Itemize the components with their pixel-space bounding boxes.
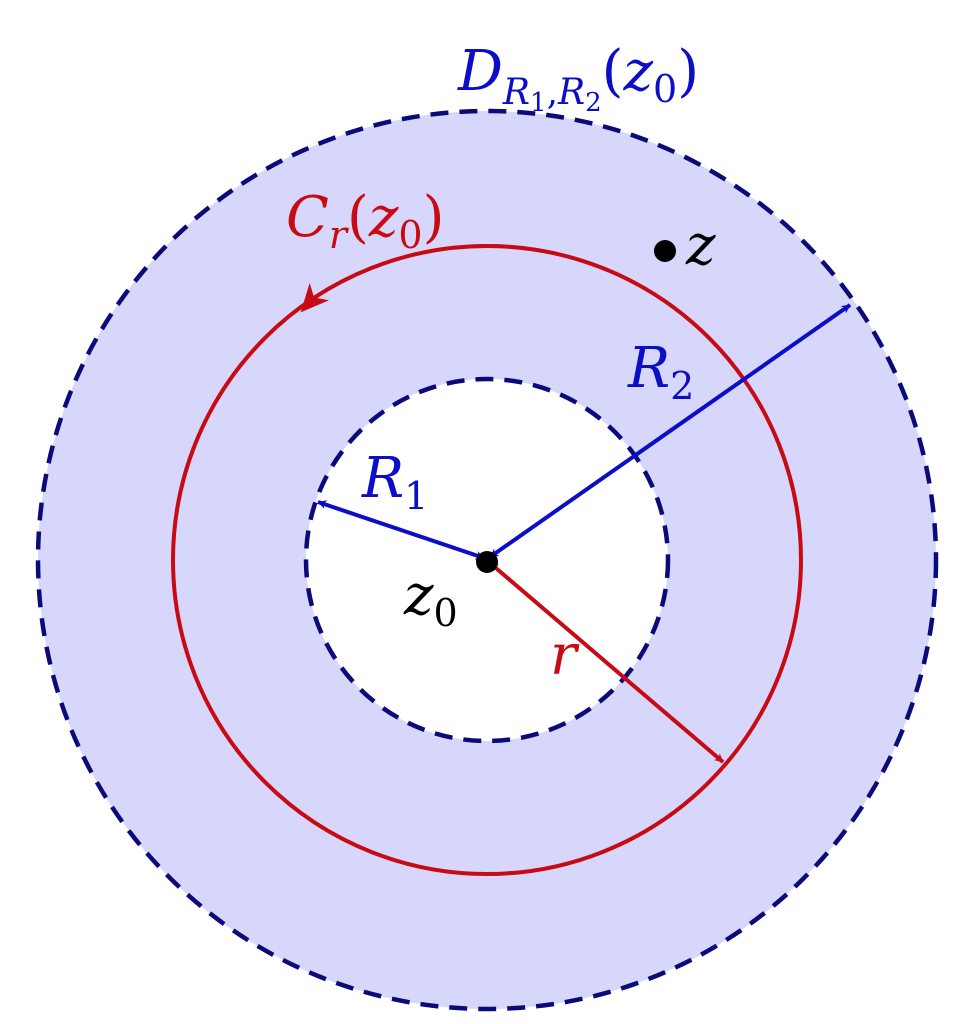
contour-label: Cr(z0): [286, 185, 444, 257]
point-z-dot-icon: [654, 240, 676, 262]
contour-circle: [171, 244, 803, 876]
contour-radius-label: r: [550, 623, 580, 688]
center-label: z0: [403, 563, 458, 635]
inner-radius-label: R1: [361, 446, 428, 518]
inner-radius-arrow: [317, 500, 485, 560]
outer-radius-label: R2: [627, 336, 694, 408]
domain-label: DR1,R2(z0): [457, 39, 699, 118]
outer-radius-arrow: [488, 303, 852, 559]
contour-radius-arrow: [488, 561, 725, 764]
point-z-label: z: [685, 213, 716, 278]
center-point-dot-icon: [476, 551, 498, 573]
contour-orientation-arrowhead-icon: [300, 282, 330, 313]
outer-boundary-circle: [35, 108, 939, 1012]
